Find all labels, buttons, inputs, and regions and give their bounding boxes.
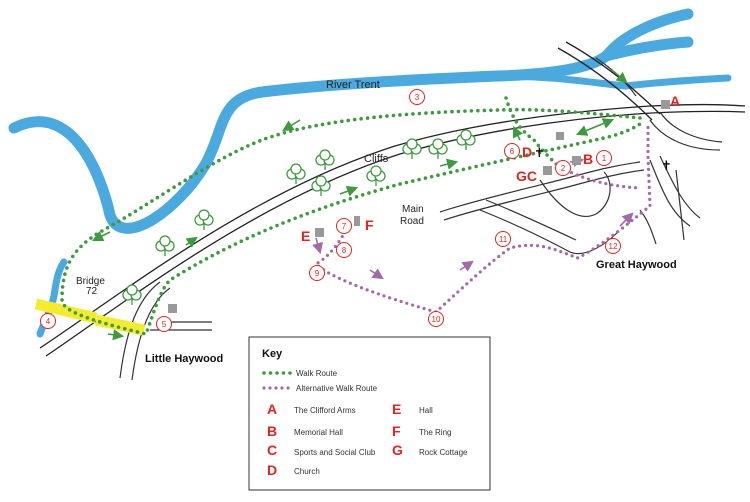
direction-arrows [91,69,634,341]
key-entry-a: The Clifford Arms [294,406,356,415]
svg-text:4: 4 [46,317,51,326]
waypoint-12: 12 [605,238,621,254]
key-letter-g: G [392,442,403,458]
bridge-label: Bridge [76,276,105,287]
key-entry-f: The Ring [419,428,451,437]
cliffs-label: Cliffs [364,153,389,165]
waypoint-5: 5 [156,316,172,332]
key-entry-e: Hall [419,406,433,415]
map-letter-f: F [365,217,374,233]
building-b [572,156,581,165]
river-label: River Trent [326,79,380,91]
tree-icon [366,165,386,186]
building-e [315,228,324,237]
tree-icon [155,235,175,256]
waypoint-7: 7 [336,218,352,234]
waypoint-3: 3 [409,89,425,105]
tree-icon [311,175,331,196]
key-letter-c: C [267,442,277,458]
svg-text:7: 7 [342,222,347,231]
building-a [661,100,670,109]
map-letter-e: E [301,228,310,244]
little-haywood-label: Little Haywood [145,353,223,365]
key-walk-route: Walk Route [296,369,338,378]
svg-text:9: 9 [315,269,320,278]
key-entry-b: Memorial Hall [294,428,343,437]
waypoint-4: 4 [40,313,56,329]
walk-route-river-side [60,107,642,337]
tree-icon [402,138,422,159]
walk-route [60,96,642,337]
tree-icon [286,163,306,184]
svg-text:5: 5 [162,320,167,329]
waypoint-8: 8 [336,242,352,258]
tree-icon [315,149,335,170]
waypoint-1: 1 [596,150,612,166]
waypoint-11: 11 [495,231,511,247]
waypoint-9: 9 [309,265,325,281]
great-haywood-label: Great Haywood [596,259,677,271]
highlight-segments [34,298,146,336]
map-letters: A B GC D E F ✝ ✝ [301,93,680,244]
buildings [168,100,670,313]
tree-icon [456,129,476,150]
bridge-label: 72 [86,286,98,297]
building-gc [543,166,552,175]
map-letter-gc: GC [516,168,537,184]
tree-icon [428,138,448,159]
waypoint-2: 2 [555,160,571,176]
main-road-label: Road [400,216,424,227]
svg-text:10: 10 [432,315,441,324]
map-key: Key Walk Route Alternative Walk Route A … [248,336,491,491]
key-letter-f: F [392,423,401,439]
roads [119,57,723,381]
trees [122,129,476,305]
waypoints: 1 2 3 4 5 6 7 8 9 10 11 12 [40,89,621,332]
waypoint-10: 10 [428,311,444,327]
key-title: Key [262,348,283,360]
key-alt-route: Alternative Walk Route [296,384,378,393]
building-little-haywood [168,304,177,313]
key-entry-c: Sports and Social Club [294,448,376,457]
church-icon: ✝ [661,159,672,174]
building-f [354,216,360,226]
walk-route-village-link [504,96,558,166]
map-letter-a: A [670,93,680,109]
railway [39,41,746,357]
svg-text:11: 11 [499,235,508,244]
key-entry-g: Rock Cottage [419,448,468,457]
key-letter-a: A [267,401,277,417]
church-icon: ✝ [534,146,545,161]
key-entry-d: Church [294,467,320,476]
svg-text:1: 1 [602,154,607,163]
tree-icon [194,209,214,230]
tree-icon [122,284,142,305]
key-letter-d: D [267,462,277,478]
key-letter-e: E [392,401,401,417]
main-road-label: Main [402,204,424,215]
svg-text:8: 8 [342,246,347,255]
svg-text:12: 12 [609,242,618,251]
waypoint-6: 6 [504,143,520,159]
building-near-6 [556,132,564,140]
svg-text:2: 2 [561,164,566,173]
map-letter-b: B [583,151,593,167]
place-labels: River Trent Cliffs Main Road Bridge 72 L… [76,79,677,365]
key-letter-b: B [267,423,277,439]
svg-text:6: 6 [510,147,515,156]
svg-text:3: 3 [415,93,420,102]
map-letter-d: D [522,144,532,160]
